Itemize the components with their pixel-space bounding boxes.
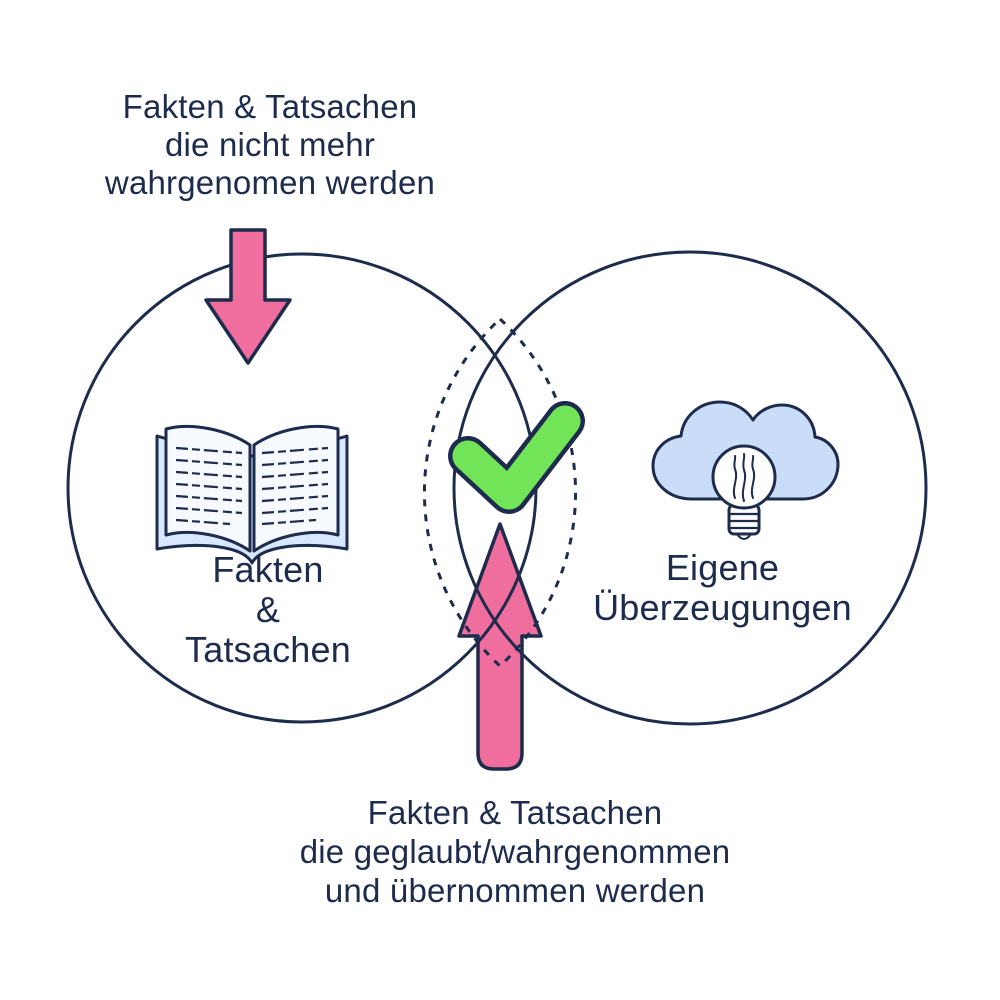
top-annotation: Fakten & Tatsachen die nicht mehr wahrge… — [30, 88, 510, 202]
lightbulb-icon — [711, 444, 777, 540]
open-book-icon — [155, 425, 349, 565]
top-annotation-line: Fakten & Tatsachen — [122, 88, 418, 125]
right-circle-label-line: Eigene — [665, 547, 780, 588]
book-text-lines — [175, 446, 329, 526]
left-circle-label-line: Tatsachen — [185, 629, 351, 670]
cloud-lightbulb-icon — [651, 400, 840, 540]
up-arrow — [457, 522, 543, 771]
right-circle — [452, 250, 928, 726]
bottom-annotation-line: und übernommen werden — [324, 872, 706, 909]
right-circle-label: Eigene Überzeugungen — [540, 548, 905, 628]
bottom-annotation: Fakten & Tatsachen die geglaubt/wahrgeno… — [240, 793, 790, 910]
left-circle-label-line: Fakten — [212, 549, 324, 590]
right-circle-label-line: Überzeugungen — [593, 587, 852, 628]
checkmark-icon — [448, 401, 585, 514]
top-annotation-line: wahrgenomen werden — [104, 164, 436, 201]
down-arrow — [204, 228, 292, 365]
left-circle-label: Fakten & Tatsachen — [118, 550, 418, 670]
bottom-annotation-line: Fakten & Tatsachen — [367, 794, 663, 831]
left-circle-label-line: & — [255, 589, 281, 630]
bottom-annotation-line: die geglaubt/wahrgenommen — [299, 833, 731, 870]
top-annotation-line: die nicht mehr — [164, 126, 376, 163]
